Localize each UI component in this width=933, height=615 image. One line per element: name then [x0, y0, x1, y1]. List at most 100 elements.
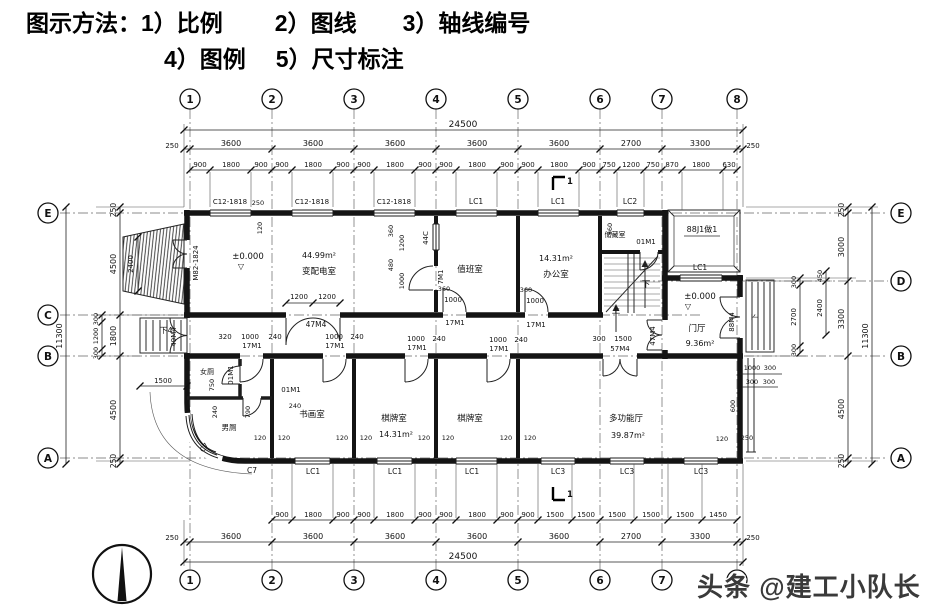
room-label: 书画室: [299, 409, 325, 420]
dim-label: 1200: [92, 328, 100, 345]
level-label: ±0.000: [232, 252, 263, 262]
door-label: 01M1: [281, 386, 300, 394]
dim-label: 1000: [744, 364, 761, 372]
window-symbol: [376, 457, 413, 465]
room-label: 值班室: [457, 264, 483, 275]
dim-label: 360: [606, 223, 614, 235]
window-label: LC1: [306, 467, 320, 476]
section-mark-label: 1: [567, 490, 573, 500]
section-mark-top: [551, 175, 565, 190]
window-symbol: [294, 457, 331, 465]
axis-bubble: [726, 569, 748, 591]
room-area: 44.99m²: [302, 251, 336, 260]
axis-bubble-label: 1: [186, 575, 193, 587]
dim-label: 3600: [303, 139, 323, 148]
axis-bubble-label: 3: [350, 94, 357, 106]
room-label: 男厕: [222, 423, 237, 432]
dim-label: 2700: [621, 532, 641, 541]
dim-label: 2400: [127, 255, 135, 273]
dim-label: 11300: [55, 323, 64, 348]
door-label: 17M1: [445, 319, 464, 327]
dim-label: 300: [763, 378, 775, 386]
dim-label: 120: [256, 222, 264, 234]
level-icon: ▽: [685, 302, 692, 311]
window-label: 44C: [422, 231, 430, 245]
window-symbol: [432, 223, 440, 251]
dim-label: 120: [336, 434, 348, 442]
door-label: 47M4: [649, 326, 657, 346]
dim-label: 1200: [622, 161, 640, 169]
window-symbol: [540, 457, 576, 465]
door-label: 01M1: [636, 238, 655, 246]
axis-bubble-label: 5: [514, 94, 521, 106]
stair-label: 下: [751, 314, 759, 321]
header-method-axis-numbering: 3）轴线编号: [402, 10, 531, 36]
dim-label: 250: [165, 142, 178, 150]
window-symbol: [679, 274, 723, 282]
window-label: C12-1818: [213, 198, 247, 206]
axis-bubble: [37, 202, 59, 224]
window-label: C7: [247, 466, 257, 475]
dim-label: 120: [716, 435, 728, 443]
dim-label: 300: [790, 344, 798, 356]
window-label: C12-1818: [295, 198, 329, 206]
dim-label: 300: [592, 335, 605, 343]
dim-label: 1800: [386, 511, 404, 519]
axis-bubble-label: 8: [733, 94, 740, 106]
header-method-dimensioning: 5）尺寸标注: [275, 45, 404, 72]
level-icon: ▽: [238, 262, 245, 271]
axis-bubble-label: 6: [596, 94, 603, 106]
axis-bubble-label: 4: [432, 575, 439, 587]
window-label: LC1: [388, 467, 402, 476]
walls: [184, 210, 743, 464]
dim-label: 900: [357, 511, 370, 519]
dim-label: 450: [816, 270, 824, 282]
door-label: 57M4: [610, 345, 630, 353]
door-label: 17M1: [242, 342, 261, 350]
room-label: 储藏室: [605, 230, 626, 239]
dim-label: 900: [275, 161, 288, 169]
door-label: 47M4: [306, 320, 327, 329]
dim-label: 120: [254, 434, 266, 442]
dim-label: 360: [438, 285, 450, 293]
axis-bubble: [343, 569, 365, 591]
axis-bubble-label: 2: [268, 575, 275, 587]
window-label: LC2: [623, 197, 637, 206]
axis-bubble-label: D: [897, 276, 906, 288]
axis-bubble-label: 6: [596, 575, 603, 587]
dim-label: 120: [524, 434, 536, 442]
windows: [209, 209, 723, 465]
window-label: LC3: [620, 467, 634, 476]
window-symbol: [291, 209, 334, 217]
dim-label: 3600: [549, 532, 569, 541]
curved-window-c7: [185, 413, 219, 459]
note-label: 88J1做1: [687, 224, 718, 234]
room-label: 棋牌室: [381, 413, 407, 424]
dim-label: 120: [360, 434, 372, 442]
dim-label: 4500: [837, 399, 846, 419]
window-label: LC1: [693, 263, 707, 272]
room-area: 9.36m²: [686, 339, 715, 348]
dim-label: 24500: [449, 552, 478, 562]
dim-label: 120: [418, 434, 430, 442]
axis-bubble: [890, 345, 912, 367]
dim-label: 1000: [241, 333, 259, 341]
axis-bubble-label: C: [44, 310, 52, 322]
room-label: 棋牌室: [457, 413, 483, 424]
right-entry-steps: [745, 279, 775, 453]
stair-label: 下4: [159, 326, 172, 335]
axis-bubble: [890, 202, 912, 224]
dim-label: 250: [837, 454, 846, 469]
dim-label: 1000: [325, 333, 343, 341]
dim-label: 900: [521, 511, 534, 519]
dim-label: 3600: [221, 139, 241, 148]
room-label: 门厅: [688, 323, 706, 334]
dim-label: 360: [387, 225, 395, 237]
window-label: LC3: [694, 467, 708, 476]
dim-label: 1000: [444, 296, 462, 304]
room-label: 变配电室: [302, 266, 337, 277]
dim-label: 3300: [690, 139, 710, 148]
dim-label: 240: [289, 402, 301, 410]
axis-bubble: [890, 270, 912, 292]
